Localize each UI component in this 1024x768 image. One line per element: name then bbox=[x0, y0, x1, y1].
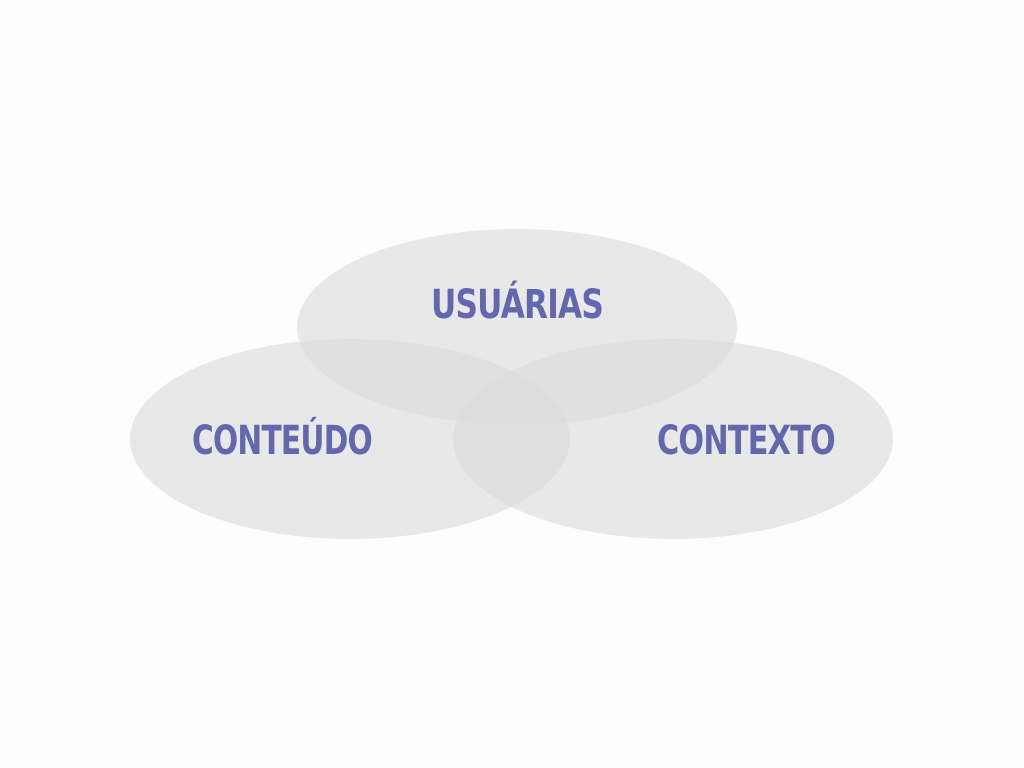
label-usuarias: USUÁRIAS bbox=[431, 280, 603, 328]
label-conteudo: CONTEÚDO bbox=[192, 416, 372, 464]
label-contexto: CONTEXTO bbox=[657, 418, 835, 464]
circle-conteudo bbox=[130, 339, 570, 539]
circle-contexto bbox=[453, 339, 893, 539]
